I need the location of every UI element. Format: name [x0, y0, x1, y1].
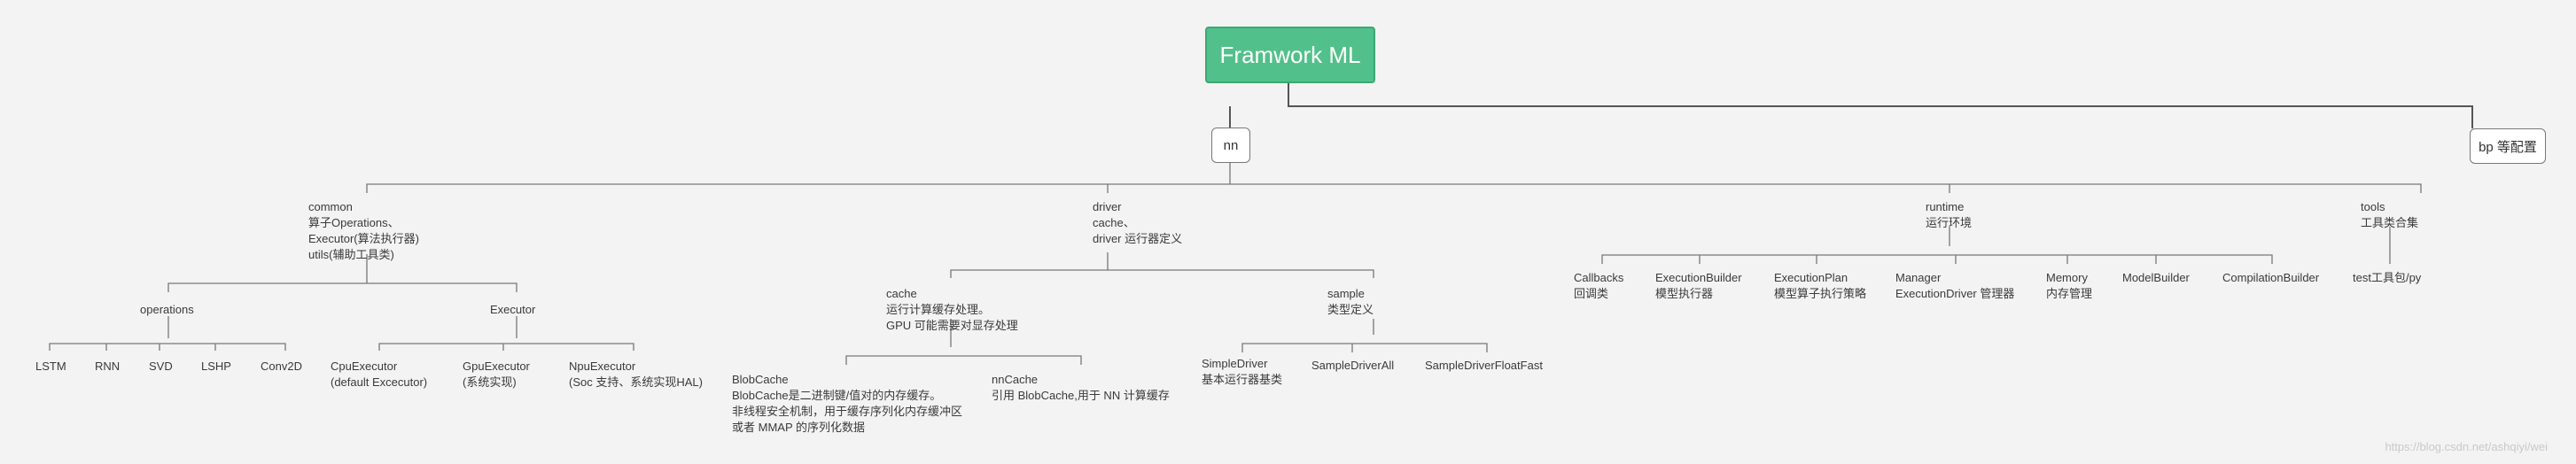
driver-node[interactable]: driver cache、 driver 运行器定义 — [1093, 200, 1183, 245]
op-conv2d[interactable]: Conv2D — [261, 360, 302, 373]
simple-driver[interactable]: SimpleDriver 基本运行器基类 — [1202, 357, 1283, 386]
root-node[interactable]: Framwork ML — [1205, 27, 1375, 83]
runtime-manager[interactable]: Manager ExecutionDriver 管理器 — [1895, 271, 2015, 300]
nn-node[interactable]: nn — [1211, 128, 1250, 163]
bp-config-node[interactable]: bp 等配置 — [2470, 128, 2546, 164]
runtime-callbacks[interactable]: Callbacks 回调类 — [1574, 271, 1624, 300]
op-lstm[interactable]: LSTM — [35, 360, 66, 373]
runtime-memory[interactable]: Memory 内存管理 — [2046, 271, 2093, 300]
op-rnn[interactable]: RNN — [95, 360, 121, 373]
cpu-executor[interactable]: CpuExecutor (default Excecutor) — [331, 360, 428, 389]
runtime-compilation-builder[interactable]: CompilationBuilder — [2222, 271, 2320, 284]
operations-node[interactable]: operations — [140, 303, 194, 316]
runtime-model-builder[interactable]: ModelBuilder — [2122, 271, 2190, 284]
npu-executor[interactable]: NpuExecutor (Soc 支持、系统实现HAL) — [569, 360, 703, 389]
tools-test-package[interactable]: test工具包/py — [2353, 271, 2422, 284]
sample-node[interactable]: sample 类型定义 — [1327, 287, 1374, 316]
watermark: https://blog.csdn.net/ashqiyi/wei — [2385, 440, 2548, 453]
sample-driver-float-fast[interactable]: SampleDriverFloatFast — [1425, 359, 1543, 372]
runtime-execution-plan[interactable]: ExecutionPlan 模型算子执行策略 — [1774, 271, 1867, 300]
op-svd[interactable]: SVD — [149, 360, 173, 373]
tools-node[interactable]: tools 工具类合集 — [2361, 200, 2419, 229]
executor-node[interactable]: Executor — [490, 303, 536, 316]
blobcache-node[interactable]: BlobCache BlobCache是二进制键/值对的内存缓存。 非线程安全机… — [732, 373, 963, 434]
nncache-node[interactable]: nnCache 引用 BlobCache,用于 NN 计算缓存 — [992, 373, 1170, 402]
sample-driver-all[interactable]: SampleDriverAll — [1311, 359, 1395, 372]
runtime-node[interactable]: runtime 运行环境 — [1926, 200, 1973, 229]
gpu-executor[interactable]: GpuExecutor (系统实现) — [463, 360, 530, 389]
op-lshp[interactable]: LSHP — [201, 360, 231, 373]
runtime-execution-builder[interactable]: ExecutionBuilder 模型执行器 — [1655, 271, 1742, 300]
common-node[interactable]: common 算子Operations、 Executor(算法执行器) uti… — [308, 200, 419, 261]
cache-node[interactable]: cache 运行计算缓存处理。 GPU 可能需要对显存处理 — [886, 287, 1018, 332]
